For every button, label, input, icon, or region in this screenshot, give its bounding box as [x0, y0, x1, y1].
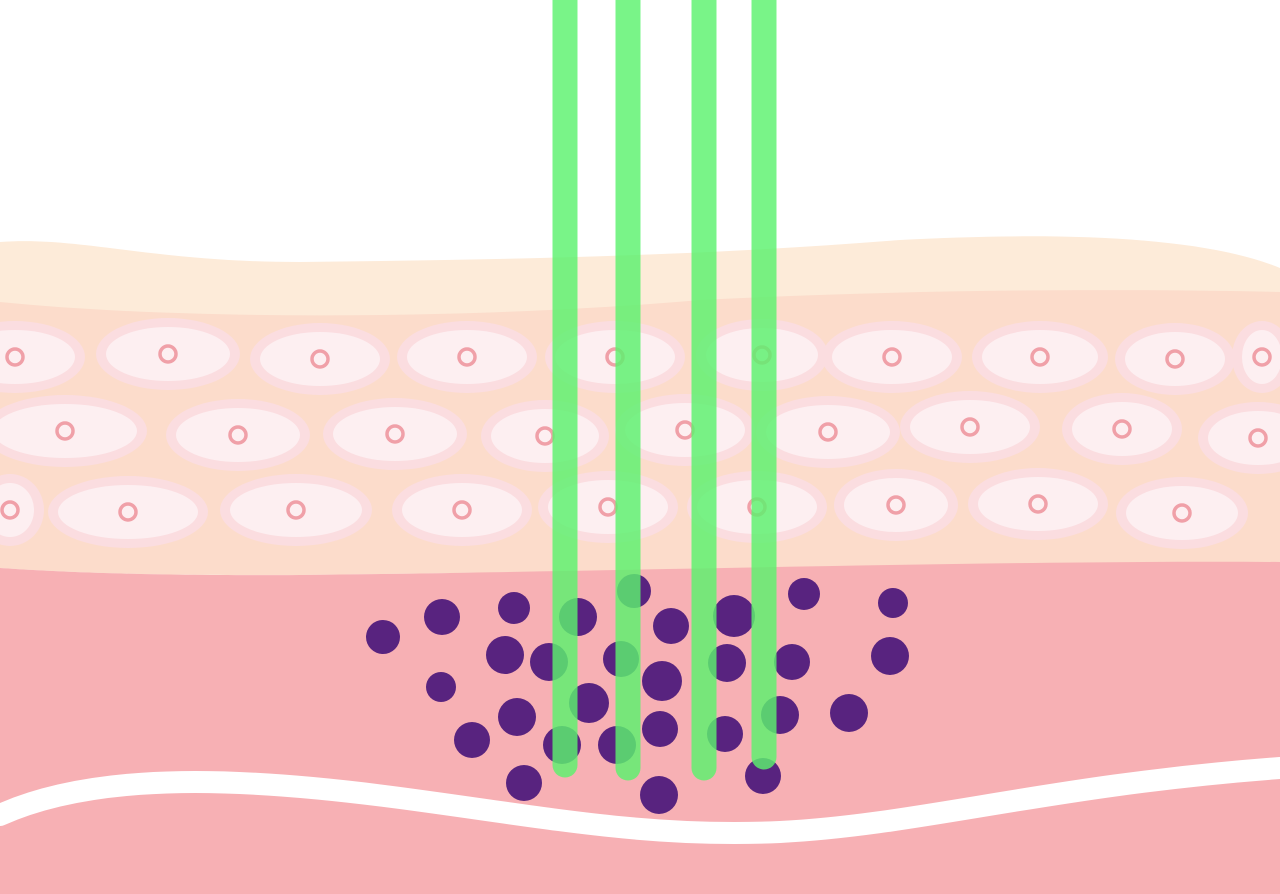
cell [1198, 402, 1280, 474]
cell-nucleus [1028, 494, 1048, 514]
cell-nucleus [818, 422, 838, 442]
cell [323, 398, 467, 470]
pigment-particle [642, 661, 682, 701]
cell-body [407, 330, 527, 384]
cell-nucleus [457, 347, 477, 367]
cell-body [230, 483, 362, 537]
cell [1116, 477, 1248, 549]
cell-body [625, 403, 745, 457]
cell-nucleus [385, 424, 405, 444]
cell-body [1208, 411, 1280, 465]
cell-body [58, 485, 198, 539]
cell [1232, 321, 1280, 393]
cell [972, 321, 1108, 393]
cell [48, 476, 208, 548]
cell [1115, 323, 1235, 395]
cell-nucleus [1172, 503, 1192, 523]
cell-nucleus [286, 500, 306, 520]
cell-body [766, 405, 890, 459]
cell [166, 399, 310, 471]
cell-nucleus [1112, 419, 1132, 439]
cell-nucleus [0, 500, 20, 520]
cell-body [1072, 402, 1172, 456]
cell-body [491, 409, 599, 463]
cell-body [0, 330, 75, 384]
cell [0, 395, 147, 467]
cell-body [1126, 486, 1238, 540]
cell-body [260, 332, 380, 386]
pigment-particle [642, 711, 678, 747]
pigment-particle [426, 672, 456, 702]
cell-body [333, 407, 457, 461]
cell-nucleus [228, 425, 248, 445]
cell [481, 400, 609, 472]
cell [392, 474, 532, 546]
cell-body [910, 400, 1030, 454]
pigment-particle [424, 599, 460, 635]
pigment-particle [640, 776, 678, 814]
cell [1062, 393, 1182, 465]
cell-nucleus [55, 421, 75, 441]
cell [968, 468, 1108, 540]
cell-body [832, 330, 952, 384]
cell-nucleus [886, 495, 906, 515]
pigment-particle [506, 765, 542, 801]
cell [834, 469, 958, 541]
cell-nucleus [310, 349, 330, 369]
cell-nucleus [1030, 347, 1050, 367]
pigment-particle [498, 592, 530, 624]
cell-body [106, 327, 230, 381]
cell-nucleus [1248, 428, 1268, 448]
pigment-particle [454, 722, 490, 758]
cell [756, 396, 900, 468]
cell-body [982, 330, 1098, 384]
light-beams [552, 0, 777, 781]
cell-body [978, 477, 1098, 531]
pigment-particle [774, 644, 810, 680]
cell [900, 391, 1040, 463]
pigment-particle [653, 608, 689, 644]
cell-nucleus [118, 502, 138, 522]
cell-body [176, 408, 300, 462]
pigment-particle [830, 694, 868, 732]
pigment-particle [498, 698, 536, 736]
pigment-particle [569, 683, 609, 723]
cell [220, 474, 372, 546]
cell [0, 321, 85, 393]
pigment-particle [366, 620, 400, 654]
cell [96, 318, 240, 390]
pigment-particle [708, 644, 746, 682]
cell-nucleus [5, 347, 25, 367]
cell-nucleus [158, 344, 178, 364]
cell [822, 321, 962, 393]
cell [397, 321, 537, 393]
cell-body [844, 478, 948, 532]
cell [545, 321, 685, 393]
cell-body [555, 330, 675, 384]
cell-body [1125, 332, 1225, 386]
cell-nucleus [960, 417, 980, 437]
cell-body [402, 483, 522, 537]
cell-nucleus [452, 500, 472, 520]
cell [250, 323, 390, 395]
pigment-particle [878, 588, 908, 618]
cell-body [1242, 330, 1280, 384]
white-band [0, 757, 1280, 845]
pigment-particle [788, 578, 820, 610]
pigment-particle [713, 595, 755, 637]
pigment-particle [745, 758, 781, 794]
cell-body [0, 404, 137, 458]
cell-nucleus [1165, 349, 1185, 369]
cell-nucleus [1252, 347, 1272, 367]
pigment-particle [871, 637, 909, 675]
pigment-particle [486, 636, 524, 674]
cell [0, 474, 44, 546]
cell-nucleus [882, 347, 902, 367]
